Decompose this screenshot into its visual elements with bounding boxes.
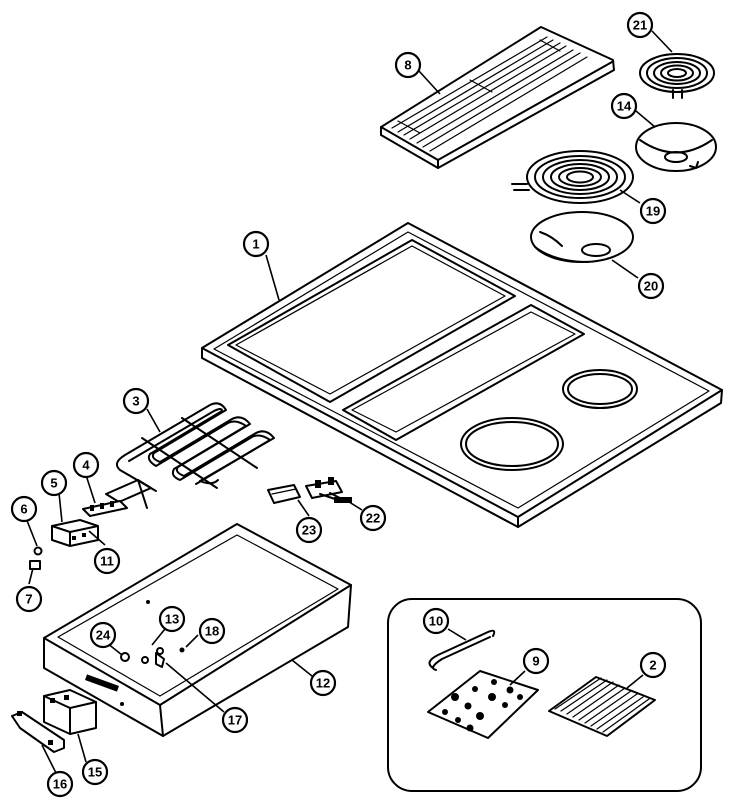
svg-text:5: 5 [50,476,57,491]
callout-10: 10 [422,607,450,635]
callout-3: 3 [122,387,150,415]
grill-heating-element [105,402,275,509]
callout-9: 9 [522,647,550,675]
svg-text:14: 14 [617,99,632,114]
svg-text:13: 13 [165,612,179,627]
terminal-block-parts [29,500,128,570]
svg-text:19: 19 [646,204,660,219]
svg-text:21: 21 [633,18,647,33]
callout-labels: 1 2 3 4 5 6 7 8 9 10 11 12 13 14 15 16 1… [10,11,667,798]
callout-14: 14 [610,92,638,120]
switch-and-connectors [267,477,352,504]
callout-24: 24 [89,621,117,649]
leader-lines [25,30,673,774]
callout-1: 1 [242,230,270,258]
small-drip-bowl [635,122,717,172]
svg-text:9: 9 [532,654,539,669]
callout-2: 2 [639,651,667,679]
callout-20: 20 [637,272,665,300]
grill-grate [380,26,615,169]
callout-13: 13 [158,605,186,633]
callout-8: 8 [394,51,422,79]
callout-19: 19 [639,197,667,225]
svg-text:8: 8 [404,58,411,73]
svg-text:1: 1 [252,237,259,252]
callout-15: 15 [81,758,109,786]
callout-16: 16 [46,770,74,798]
svg-text:23: 23 [302,523,316,538]
callout-21: 21 [626,11,654,39]
callout-5: 5 [40,469,68,497]
svg-text:18: 18 [205,624,219,639]
svg-text:11: 11 [100,554,114,569]
svg-text:22: 22 [366,511,380,526]
callout-23: 23 [295,516,323,544]
callout-4: 4 [72,451,100,479]
svg-text:10: 10 [429,614,443,629]
large-drip-bowl [530,211,634,263]
svg-text:24: 24 [96,628,111,643]
svg-text:4: 4 [82,458,90,473]
svg-text:6: 6 [20,502,27,517]
small-surface-element [639,53,715,99]
callout-12: 12 [309,669,337,697]
callout-22: 22 [359,504,387,532]
svg-text:7: 7 [25,592,32,607]
callout-11: 11 [93,547,121,575]
cooktop-main-top [201,222,723,528]
svg-text:3: 3 [132,394,139,409]
callout-18: 18 [198,617,226,645]
callout-17: 17 [221,706,249,734]
svg-text:12: 12 [316,676,330,691]
callout-6: 6 [10,495,38,523]
svg-text:20: 20 [644,279,658,294]
callout-7: 7 [15,585,43,613]
svg-text:2: 2 [649,658,656,673]
svg-text:15: 15 [88,765,102,780]
accessory-kit-box [387,598,702,792]
svg-text:16: 16 [53,777,67,792]
drip-pan [43,523,352,737]
svg-text:17: 17 [228,713,242,728]
large-surface-element [511,150,634,204]
lower-bracket-parts [11,689,97,753]
